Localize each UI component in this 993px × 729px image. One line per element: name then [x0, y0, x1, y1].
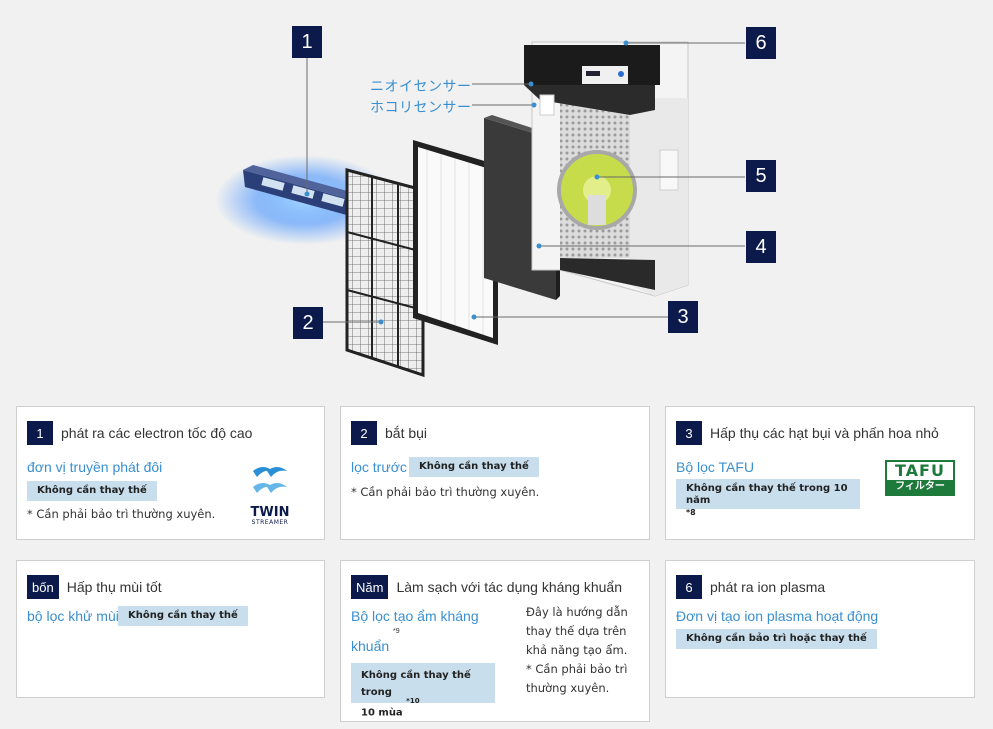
maintenance-note: * Cần phải bảo trì thường xuyên. [351, 485, 539, 499]
replacement-tag-text: Không cần thay thế trong 10 năm [686, 483, 848, 506]
footnote-marker: *8 [686, 508, 696, 517]
footnote-marker: *9 [393, 628, 400, 635]
card-title: phát ra các electron tốc độ cao [61, 425, 252, 441]
dust-sensor-label: ホコリセンサー [370, 97, 472, 117]
card-title: bắt bụi [385, 425, 427, 441]
replacement-tag: Không cần thay thế trong 10 năm *8 [676, 479, 860, 509]
card-header: 2 bắt bụi [351, 421, 427, 445]
component-name: bộ lọc khử mùi [27, 608, 119, 624]
replacement-guide-note: Đây là hướng dẫn thay thế dựa trên khả n… [526, 603, 646, 698]
callout-6: 6 [746, 27, 776, 59]
replacement-tag-text-2: 10 mùa [361, 707, 403, 718]
note-line: thay thế dựa trên [526, 622, 646, 641]
replacement-tag: Không cần thay thế [409, 457, 539, 477]
tafu-logo-text: TAFU [887, 462, 953, 480]
footnote-marker: *10 [406, 697, 419, 705]
component-name: đơn vị truyền phát đôi [27, 459, 162, 475]
card-header: 3 Hấp thụ các hạt bụi và phấn hoa nhỏ [676, 421, 939, 445]
callout-5: 5 [746, 160, 776, 192]
component-name: Bộ lọc TAFU [676, 459, 754, 475]
feature-card-1: 1 phát ra các electron tốc độ cao đơn vị… [16, 406, 325, 540]
replacement-tag: Không cần thay thế trong 10 mùa *10 [351, 663, 495, 703]
component-name-line2: khuẩn *9 [351, 638, 400, 654]
odor-sensor-label: ニオイセンサー [370, 76, 472, 96]
feature-card-6: 6 phát ra ion plasma Đơn vị tạo ion plas… [665, 560, 975, 698]
card-number-badge: 6 [676, 575, 702, 599]
card-number-badge: Năm [351, 575, 388, 599]
twin-streamer-icon [245, 461, 295, 501]
card-title: Hấp thụ các hạt bụi và phấn hoa nhỏ [710, 425, 939, 441]
twin-streamer-logo: TWIN STREAMER [245, 461, 295, 523]
callout-1: 1 [292, 26, 322, 58]
pre-filter [347, 170, 423, 375]
purifier-body [524, 42, 688, 296]
note-line: Đây là hướng dẫn [526, 603, 646, 622]
component-name: lọc trước [351, 459, 407, 475]
card-title: Làm sạch với tác dụng kháng khuẩn [396, 579, 622, 595]
exploded-diagram: 1 2 3 4 5 6 ニオイセンサー ホコリセンサー [0, 0, 993, 395]
component-name: Đơn vị tạo ion plasma hoạt động [676, 608, 878, 624]
note-line: khả năng tạo ẩm. [526, 641, 646, 660]
replacement-tag: Không cần thay thế [118, 606, 248, 626]
streamer-logo-text: STREAMER [245, 519, 295, 526]
card-number-badge: 2 [351, 421, 377, 445]
feature-card-5: Năm Làm sạch với tác dụng kháng khuẩn Bộ… [340, 560, 650, 722]
card-header: 1 phát ra các electron tốc độ cao [27, 421, 252, 445]
filter-logo-text: フィルター [887, 480, 953, 494]
replacement-tag-text: Không cần thay thế trong [361, 670, 471, 698]
component-name: Bộ lọc tạo ẩm kháng [351, 608, 479, 624]
component-name-text: khuẩn [351, 638, 389, 654]
feature-card-3: 3 Hấp thụ các hạt bụi và phấn hoa nhỏ Bộ… [665, 406, 975, 540]
card-header: Năm Làm sạch với tác dụng kháng khuẩn [351, 575, 622, 599]
card-header: bốn Hấp thụ mùi tốt [27, 575, 162, 599]
replacement-tag: Không cần bảo trì hoặc thay thế [676, 629, 877, 649]
card-number-badge: bốn [27, 575, 59, 599]
card-title: Hấp thụ mùi tốt [67, 579, 162, 595]
twin-logo-text: TWIN [245, 506, 295, 519]
feature-card-2: 2 bắt bụi lọc trước Không cần thay thế *… [340, 406, 650, 540]
callout-2: 2 [293, 307, 323, 339]
air-purifier-illustration [0, 0, 993, 395]
tafu-filter-logo: TAFU フィルター [885, 460, 955, 496]
note-line: * Cần phải bảo trì [526, 660, 646, 679]
card-title: phát ra ion plasma [710, 579, 825, 595]
card-number-badge: 1 [27, 421, 53, 445]
card-header: 6 phát ra ion plasma [676, 575, 825, 599]
replacement-tag: Không cần thay thế [27, 481, 157, 501]
feature-card-4: bốn Hấp thụ mùi tốt bộ lọc khử mùi Không… [16, 560, 325, 698]
maintenance-note: * Cần phải bảo trì thường xuyên. [27, 507, 215, 521]
callout-3: 3 [668, 301, 698, 333]
card-number-badge: 3 [676, 421, 702, 445]
note-line: thường xuyên. [526, 679, 646, 698]
callout-4: 4 [746, 231, 776, 263]
